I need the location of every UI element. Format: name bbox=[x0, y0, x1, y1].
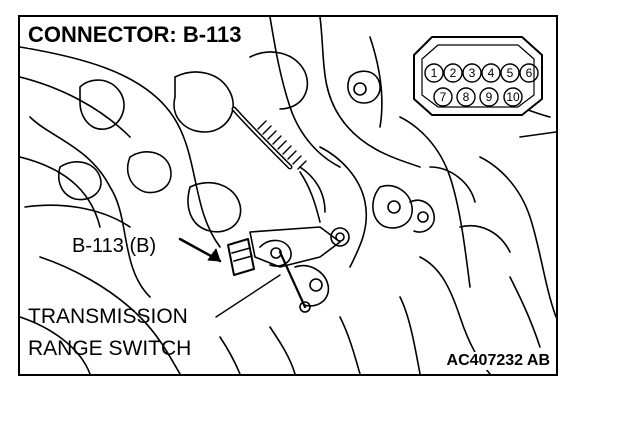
switch-label-line-1: TRANSMISSION bbox=[28, 305, 188, 328]
pin-label: 10 bbox=[506, 90, 520, 104]
connector-title: CONNECTOR: B-113 bbox=[28, 24, 245, 48]
pin-label: 7 bbox=[440, 90, 447, 104]
connector-callout-label: B-113 (B) bbox=[72, 235, 157, 257]
pin-label: 5 bbox=[507, 66, 514, 80]
pin-label: 3 bbox=[469, 66, 476, 80]
connector-pin-circles bbox=[424, 63, 539, 107]
pin-label: 6 bbox=[526, 66, 533, 80]
pin-label: 9 bbox=[486, 90, 493, 104]
diagram-frame: 1 2 3 4 5 6 7 8 9 10 CONNECTOR: B-113 B-… bbox=[18, 15, 558, 376]
figure-code: AC407232 AB bbox=[444, 352, 552, 370]
switch-label-line-2: RANGE SWITCH bbox=[28, 337, 192, 360]
engine-line-drawing: 1 2 3 4 5 6 7 8 9 10 bbox=[20, 17, 556, 374]
pin-label: 1 bbox=[431, 66, 438, 80]
pin-label: 8 bbox=[463, 90, 470, 104]
pin-label: 2 bbox=[450, 66, 457, 80]
pin-label: 4 bbox=[488, 66, 495, 80]
